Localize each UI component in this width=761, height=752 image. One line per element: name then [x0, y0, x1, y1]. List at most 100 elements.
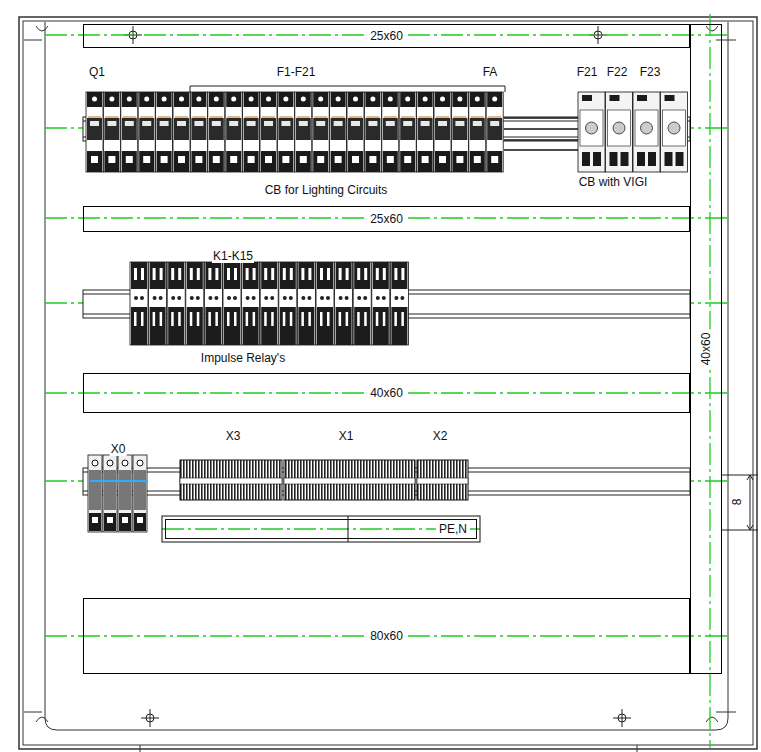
component-part — [320, 268, 323, 280]
component-part — [283, 268, 286, 280]
busbar — [504, 149, 580, 151]
component-part — [357, 296, 361, 300]
component-part — [209, 118, 224, 140]
component-part — [300, 156, 307, 163]
vigi-breaker — [633, 92, 660, 172]
component-part — [134, 312, 137, 326]
component-part — [190, 312, 193, 326]
impulse-relay — [353, 262, 371, 345]
circuit-breaker — [382, 92, 399, 172]
component-part — [364, 312, 367, 326]
component-part — [320, 312, 323, 326]
component-part — [313, 92, 328, 107]
component-part — [295, 92, 312, 172]
circuit-breaker — [399, 92, 416, 172]
component-part — [187, 262, 203, 289]
component-part — [161, 156, 168, 163]
component-part — [109, 97, 114, 102]
component-part — [246, 312, 249, 326]
component-part — [138, 92, 155, 172]
component-part — [134, 268, 137, 280]
component-part — [158, 116, 171, 117]
component-part — [260, 92, 277, 172]
cable-duct: 25x60 — [83, 24, 690, 48]
component-label: F21 — [576, 65, 599, 79]
impulse-relay — [242, 262, 260, 345]
component-part — [334, 121, 343, 126]
component-part — [91, 156, 98, 163]
component-part — [405, 97, 410, 102]
component-part — [205, 262, 221, 289]
component-part — [307, 296, 311, 300]
component-part — [130, 262, 148, 345]
impulse-relay — [167, 262, 185, 345]
component-part — [283, 296, 287, 300]
component-part — [119, 470, 131, 510]
component-part — [196, 296, 200, 300]
component-part — [383, 312, 386, 326]
circuit-breaker — [364, 92, 381, 172]
component-part — [134, 513, 146, 531]
component-part — [249, 97, 254, 102]
component-part — [403, 121, 412, 126]
impulse-relay — [223, 262, 241, 345]
component-label: X1 — [338, 429, 355, 443]
component-part — [150, 307, 166, 345]
circuit-breaker — [347, 92, 364, 172]
component-part — [578, 92, 605, 172]
din-rail — [83, 117, 690, 495]
component-part — [326, 296, 330, 300]
component-part — [88, 116, 101, 117]
component-part — [215, 312, 218, 326]
component-part — [492, 97, 497, 102]
component-part — [157, 151, 172, 172]
component-part — [471, 116, 484, 117]
component-part — [365, 118, 380, 140]
component-part — [278, 118, 293, 140]
component-part — [227, 312, 230, 326]
component-part — [178, 156, 185, 163]
component-part — [264, 296, 268, 300]
component-part — [665, 95, 675, 101]
component-part — [234, 268, 237, 280]
component-part — [212, 121, 221, 126]
component-part — [168, 307, 184, 345]
component-part — [243, 92, 260, 172]
component-part — [387, 156, 394, 163]
component-part — [118, 455, 132, 532]
component-part — [177, 121, 186, 126]
circuit-breaker — [121, 92, 138, 172]
component-part — [290, 312, 293, 326]
component-part — [191, 118, 206, 140]
component-part — [279, 116, 292, 117]
component-part — [208, 92, 225, 172]
component-part — [661, 92, 688, 172]
circuit-breaker — [451, 92, 468, 172]
component-part — [280, 262, 296, 289]
component-part — [353, 97, 358, 102]
component-part — [400, 151, 415, 172]
component-part — [452, 151, 467, 172]
component-part — [270, 296, 274, 300]
component-part — [346, 312, 349, 326]
component-part — [308, 312, 311, 326]
component-part — [582, 95, 592, 101]
component-label: X3 — [225, 429, 242, 443]
component-part — [160, 268, 163, 280]
cable-duct: 25x60 — [83, 206, 690, 232]
component-part — [648, 152, 656, 166]
component-part — [421, 121, 430, 126]
impulse-relay — [390, 262, 408, 345]
component-part — [318, 97, 323, 102]
component-part — [488, 116, 501, 117]
component-part — [317, 262, 333, 289]
circuit-breaker — [208, 92, 225, 172]
component-part — [357, 312, 360, 326]
component-part — [186, 262, 204, 345]
component-part — [190, 92, 207, 172]
component-part — [372, 262, 390, 345]
component-part — [470, 151, 485, 172]
component-part — [610, 152, 618, 166]
component-part — [191, 92, 206, 107]
component-part — [190, 268, 193, 280]
